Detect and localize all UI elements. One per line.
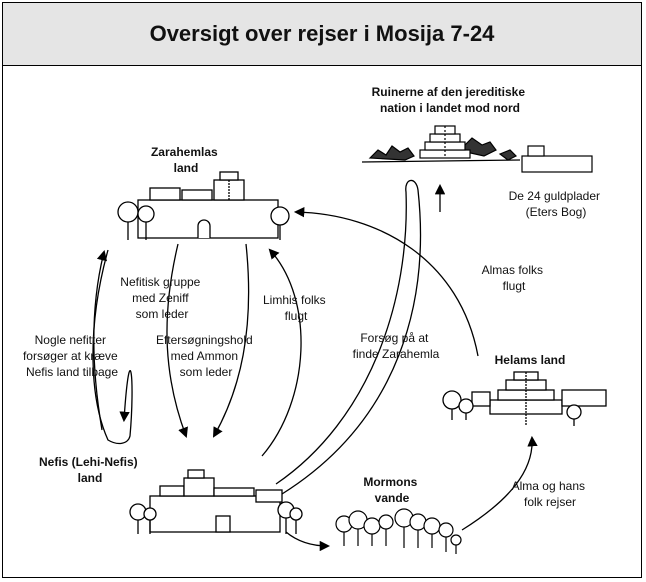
journey-arrows [92, 179, 538, 552]
ruins-illustration [361, 125, 593, 173]
arrow-limhi-flight [261, 248, 302, 457]
zarahemla-illustration [117, 171, 290, 240]
arrow-reclaim-loop [92, 249, 133, 445]
label-mormon: Mormons vande [363, 475, 420, 505]
label-nephi: Nefis (Lehi-Nefis) land [39, 455, 141, 485]
label-ruins: Ruinerne af den jereditiske nation i lan… [372, 85, 529, 115]
nephi-illustration [129, 469, 303, 534]
label-zarahemla: Zarahemlas land [151, 145, 221, 175]
label-ammon-search: Eftersøgningshold med Ammon som leder [156, 333, 256, 379]
label-helam: Helams land [495, 353, 566, 367]
arrow-alma-escape [293, 207, 479, 357]
label-find-zarahemla: Forsøg på at finde Zarahemla [353, 331, 440, 361]
title-bar: Oversigt over rejser i Mosija 7-24 [2, 2, 642, 66]
arrow-reclaim-up [93, 249, 108, 431]
label-gold-plates: De 24 guldplader (Eters Bog) [509, 189, 604, 219]
arrow-ammon-to-nephi [212, 243, 250, 438]
label-reclaim-nephi: Nogle nefitter forsøger at kræve Nefis l… [23, 333, 121, 379]
label-zeniff-group: Nefitisk gruppe med Zeniff som leder [120, 275, 203, 321]
helam-illustration [442, 371, 607, 426]
mormon-trees-illustration [335, 508, 462, 554]
label-alma-escape: Almas folks flugt [482, 263, 547, 293]
label-limhi-flight: Limhis folks flugt [263, 293, 329, 323]
page-title: Oversigt over rejser i Mosija 7-24 [149, 21, 495, 46]
arrow-nephi-to-mormon [285, 531, 331, 552]
label-alma-travel: Alma og hans folk rejser [512, 479, 589, 509]
arrow-find-zarahemla [275, 179, 422, 495]
arrow-alma-travel [461, 435, 538, 531]
arrow-zeniff-to-nephi [166, 243, 188, 438]
